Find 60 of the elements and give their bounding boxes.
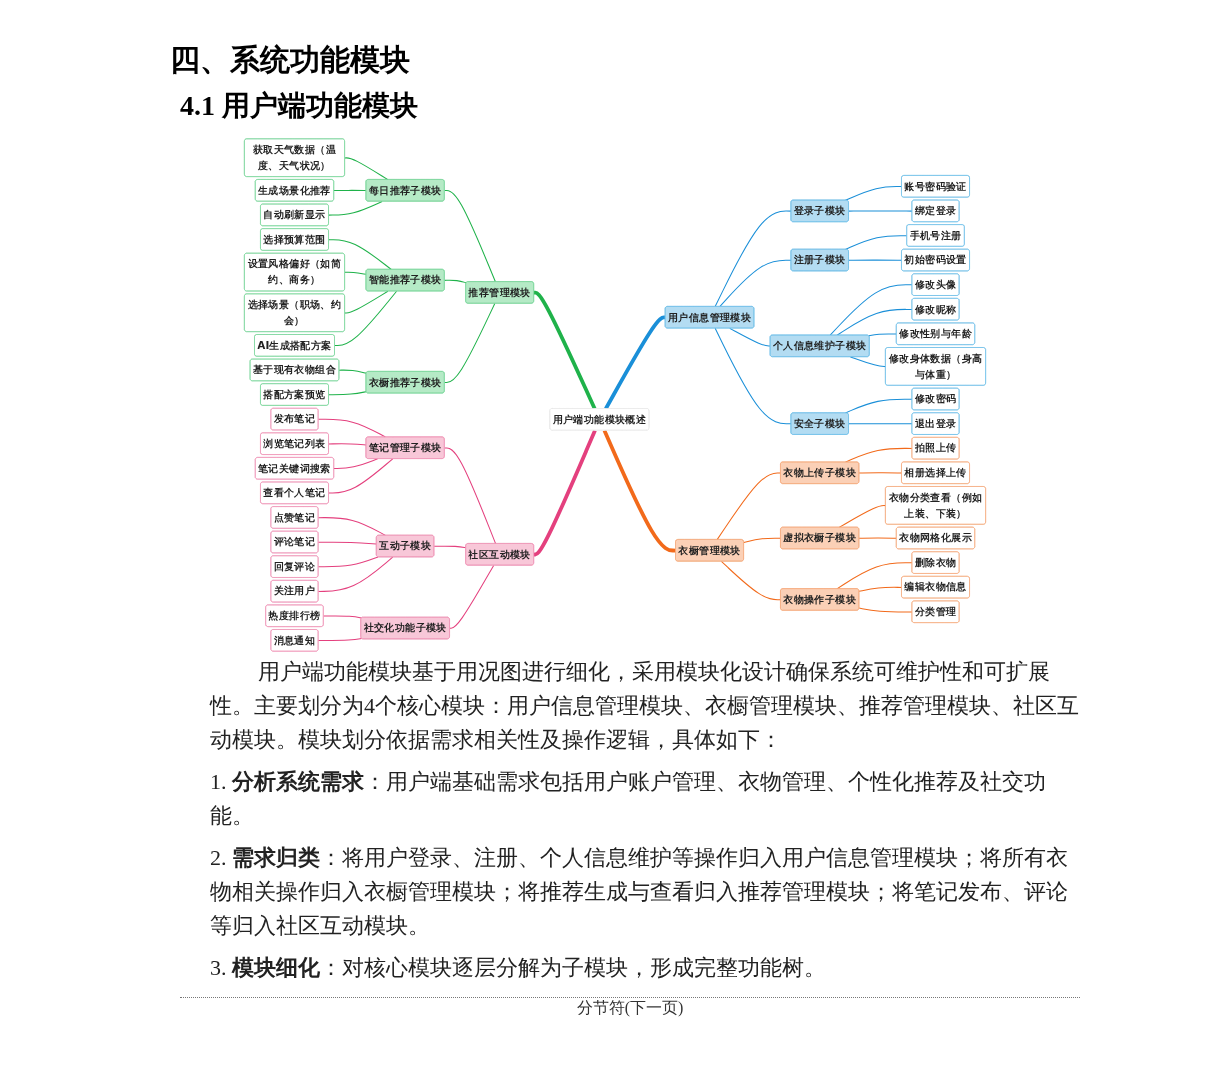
connector: [858, 472, 903, 474]
connector: [338, 369, 367, 374]
connector: [317, 418, 386, 438]
connector: [836, 562, 913, 590]
connector: [838, 505, 887, 528]
paragraph: 1. 分析系统需求：用户端基础需求包括用户账户管理、衣物管理、个性化推荐及社交功能。: [210, 768, 1047, 830]
connector: [449, 564, 495, 629]
connector: [317, 541, 378, 545]
connector: [334, 290, 398, 347]
connector: [533, 290, 597, 410]
paragraph: 3. 模块细化：对核心模块逐层分解为子模块，形成完整功能树。: [210, 954, 827, 982]
connector: [714, 327, 792, 425]
connector: [836, 308, 913, 336]
connector: [848, 423, 913, 425]
connector: [344, 157, 389, 181]
connector: [602, 429, 676, 553]
subsection-heading: 4.1 用户端功能模块: [180, 89, 419, 123]
section-heading: 四、系统功能模块: [170, 42, 411, 78]
connector: [858, 537, 898, 539]
connector: [444, 279, 467, 284]
paragraph: 2. 需求归类：将用户登录、注册、个人信息维护等操作归入用户信息管理模块；将所有衣物相关操作归入衣橱管理模块；将推荐生成与查看归入推荐管理模块；将笔记发布、评论等归入社区互动模块。: [210, 844, 1069, 940]
connector: [317, 517, 386, 536]
connector: [533, 429, 597, 557]
connector: [858, 586, 903, 592]
connector: [328, 239, 392, 270]
mind-map-diagram: 用户端功能模块概述 用户信息管理模块 登录子模块 账号密码验证 绑定登录 注册子模块 手机号注册 初始密码设置 个人信息维护子模块 修改头像 修改昵称 修改性别与年龄 修改身体数据（身高与体重） 安全子模块 修改密码 退出登录 衣橱管理模块 衣物上传子模块 拍照上传 相册选择上传 虚拟衣橱子模块 衣物分类查看（例如上装、下装） 衣物网格化展示 衣物操作子模块 删除衣物 编辑衣物信息 分类管理 推荐管理模块 每日推荐子模块 获取天气数据（温度、天气状况） 生成场景化推荐 自动刷新显示 智能推荐子模块 选择预算范围 设置风格偏好（如简约、商务） 选择场景（职场、约会） AI生成搭配方案 衣橱推荐子模块 基于现有衣物组合 搭配方案预览 社区互动模块 笔记管理子模块 发布笔记 浏览笔记列表 笔记关键词搜索 查看个人笔记 互动子模块 点赞笔记 评论笔记 回复评论 关注用户 社交化功能子模块 热度排行榜 消息通知: [150, 135, 1080, 655]
connector: [328, 200, 383, 216]
connector: [317, 556, 379, 568]
connector: [848, 259, 903, 261]
connector: [844, 235, 908, 250]
connector: [333, 189, 367, 192]
connector: [716, 472, 782, 541]
connector: [868, 333, 898, 337]
connector: [719, 259, 792, 308]
connector: [344, 290, 389, 314]
connector: [323, 615, 363, 619]
connector: [849, 356, 887, 368]
connector: [433, 545, 467, 549]
connector: [714, 210, 792, 308]
connector: [328, 391, 367, 396]
connector: [317, 556, 394, 592]
connector: [328, 443, 367, 446]
connector: [444, 303, 496, 383]
connector: [829, 284, 913, 336]
connector: [444, 447, 497, 545]
connector: [604, 315, 666, 410]
paragraph: 用户端功能模块基于用况图进行细化，采用模块化设计确保系统可维护性和可扩展性。主要划分为4个核心模块：用户信息管理模块、衣橱管理模块、推荐管理模块、社区互动模块。模块划分依据需求相关性及操作逻辑，具体如下：: [210, 658, 1080, 754]
connector: [317, 638, 363, 642]
connector: [743, 537, 782, 544]
connector: [344, 271, 367, 275]
connector: [729, 327, 771, 347]
connector: [444, 190, 496, 283]
connector: [720, 560, 782, 601]
connector: [844, 185, 903, 201]
connector: [848, 210, 913, 212]
connector: [858, 607, 913, 613]
node-text: 用户端功能模块概述: [552, 413, 647, 426]
connector: [328, 458, 394, 494]
section-break-mark: 分节符(下一页): [180, 997, 1080, 1019]
connector: [333, 458, 379, 470]
